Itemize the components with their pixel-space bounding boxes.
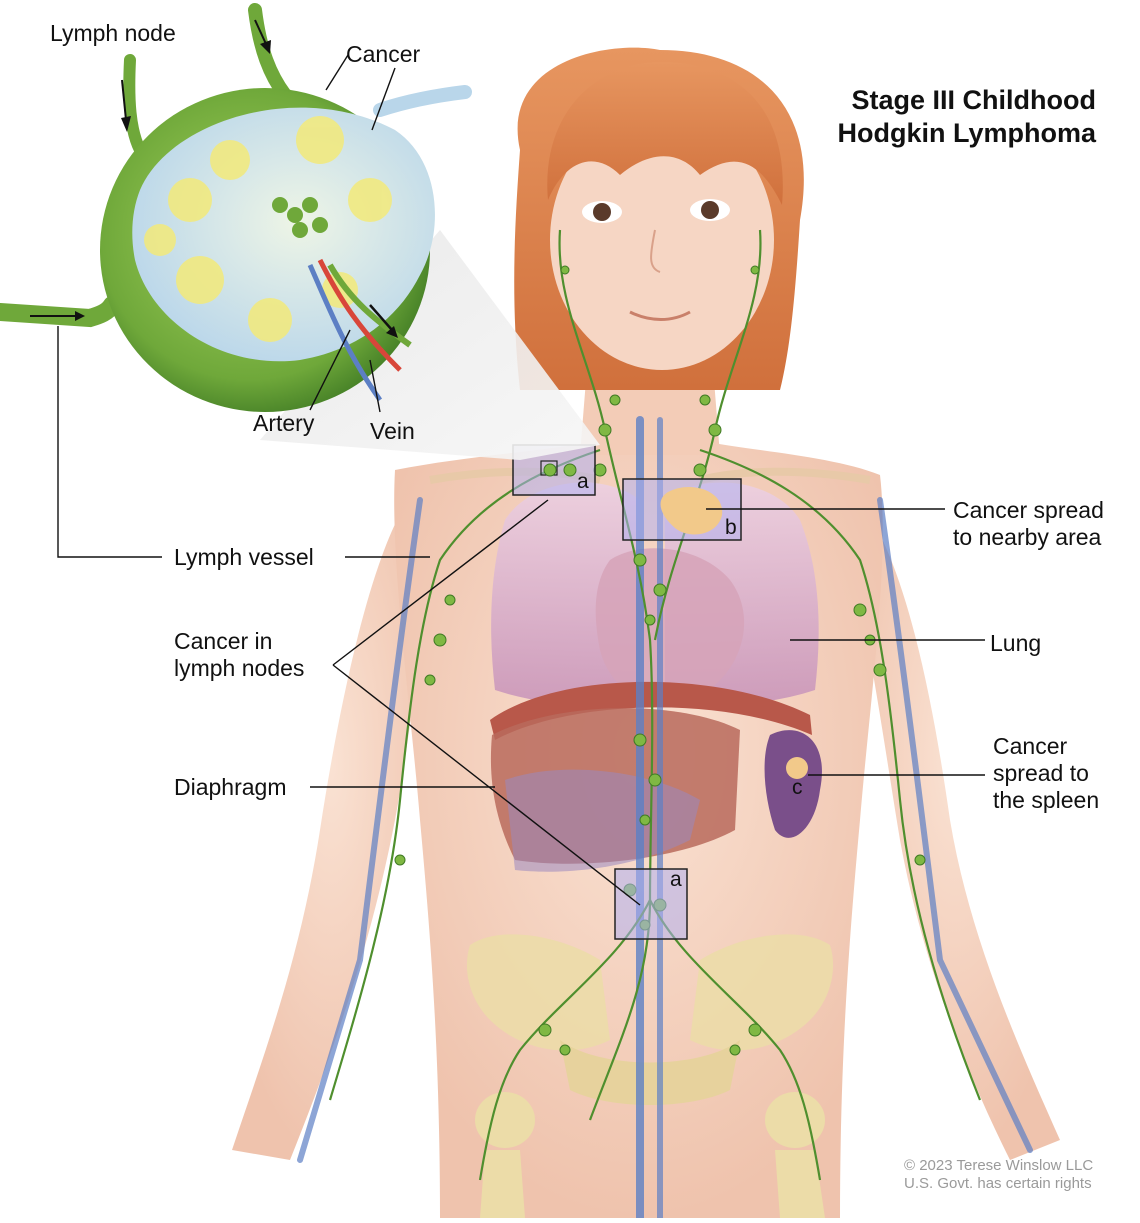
- label-cancer-spread-spleen: Cancer spread to the spleen: [993, 733, 1099, 814]
- leader-cancer-2: [372, 68, 395, 130]
- label-diaphragm: Diaphragm: [174, 774, 287, 801]
- diagram-title: Stage III Childhood Hodgkin Lymphoma: [837, 84, 1096, 150]
- label-cancer-in-lymph-nodes-line-2: lymph nodes: [174, 655, 304, 682]
- label-artery: Artery: [253, 410, 314, 437]
- label-lymph-vessel: Lymph vessel: [174, 544, 314, 571]
- marker-a-lower: a: [670, 868, 682, 892]
- label-cancer-spread-nearby-line-2: to nearby area: [953, 524, 1104, 551]
- label-cancer-spread-nearby-line-1: Cancer spread: [953, 497, 1104, 524]
- label-cancer-spread-spleen-line-3: the spleen: [993, 787, 1099, 814]
- copyright-credit: © 2023 Terese Winslow LLC U.S. Govt. has…: [904, 1157, 1093, 1193]
- marker-c: c: [792, 776, 803, 800]
- marker-a-upper: a: [577, 470, 589, 494]
- leader-cancer-1: [326, 55, 348, 90]
- marker-b: b: [725, 516, 737, 540]
- label-lung: Lung: [990, 630, 1041, 657]
- label-cancer: Cancer: [346, 41, 420, 68]
- label-cancer-in-lymph-nodes: Cancer in lymph nodes: [174, 628, 304, 682]
- label-vein: Vein: [370, 418, 415, 445]
- label-cancer-in-lymph-nodes-line-1: Cancer in: [174, 628, 304, 655]
- label-cancer-spread-spleen-line-1: Cancer: [993, 733, 1099, 760]
- label-cancer-spread-spleen-line-2: spread to: [993, 760, 1099, 787]
- credit-line-1: © 2023 Terese Winslow LLC: [904, 1157, 1093, 1175]
- title-line-1: Stage III Childhood: [837, 84, 1096, 117]
- title-line-2: Hodgkin Lymphoma: [837, 117, 1096, 150]
- label-cancer-spread-nearby: Cancer spread to nearby area: [953, 497, 1104, 551]
- label-lymph-node: Lymph node: [50, 20, 176, 47]
- credit-line-2: U.S. Govt. has certain rights: [904, 1175, 1093, 1193]
